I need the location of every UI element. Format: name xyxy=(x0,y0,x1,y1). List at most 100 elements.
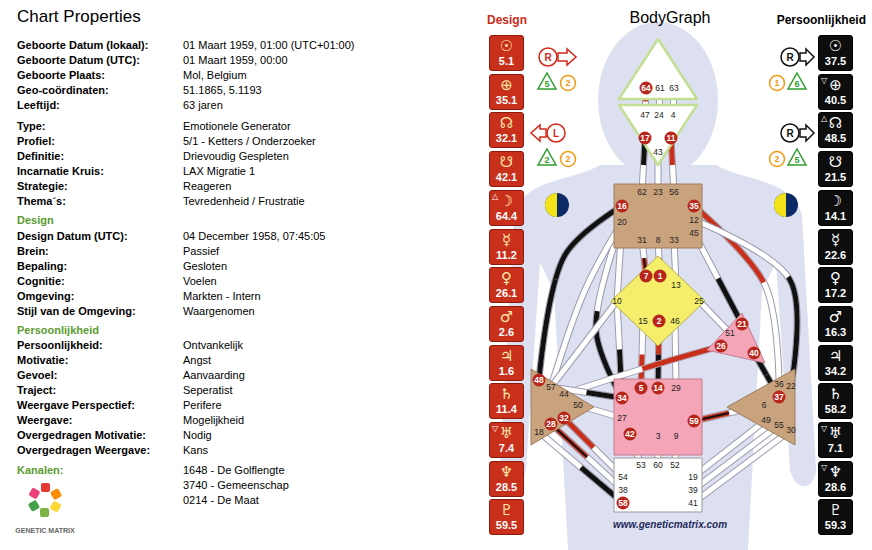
planet-symbol: ♃ xyxy=(500,348,513,365)
channel-name: 1648 - De Golflengte xyxy=(183,464,285,477)
property-key: Weergave Perspectief: xyxy=(17,399,135,412)
personality-planet-box: ▽♅7.1 xyxy=(818,422,853,458)
variable-letter: R xyxy=(544,51,551,64)
property-value: Angst xyxy=(183,354,211,367)
body-silhouette xyxy=(500,165,816,550)
gate-number: 44 xyxy=(559,389,568,400)
property-key: Persoonlijkheid: xyxy=(17,339,103,352)
center-outline xyxy=(619,39,697,99)
planet-symbol: ♆ xyxy=(500,464,513,481)
channel xyxy=(693,430,791,503)
channel xyxy=(551,424,623,490)
channel-outline xyxy=(693,430,791,503)
gate-line: 11.4 xyxy=(496,403,517,416)
property-value: Waargenomen xyxy=(183,305,255,318)
channel-outline xyxy=(693,420,766,477)
planet-symbol: ♃ xyxy=(829,348,842,365)
channel-fill xyxy=(675,321,676,388)
property-key: Motivatie: xyxy=(17,354,68,367)
channel-outline xyxy=(694,206,779,384)
property-value: Reageren xyxy=(183,180,231,193)
channel xyxy=(693,425,779,490)
center-outline xyxy=(531,369,594,445)
gate-number: 22 xyxy=(786,381,795,392)
variable-number: 5 xyxy=(544,78,549,91)
channel-fill xyxy=(539,432,623,503)
variable-arrow xyxy=(531,125,546,141)
planet-symbol: ☿ xyxy=(502,232,511,249)
energy-center: 7113102515246 xyxy=(610,255,706,347)
channel-fill xyxy=(551,424,623,490)
gate-number: 16 xyxy=(616,200,629,213)
personality-planet-box: ♇59.3 xyxy=(818,499,853,535)
property-value: 51.1865, 5.1193 xyxy=(183,84,262,97)
energy-center: 3622376495530 xyxy=(726,368,796,446)
design-planet-box: ☊32.1 xyxy=(489,112,524,148)
gate-line: 17.2 xyxy=(825,287,846,300)
gate-number: 50 xyxy=(573,400,582,411)
gate-line: 59.5 xyxy=(496,519,517,532)
planet-symbol: ☋ xyxy=(500,154,513,171)
property-key: Stijl van de Omgeving: xyxy=(17,305,136,318)
energy-center: 622356163520124531833 xyxy=(613,183,703,249)
channel xyxy=(694,220,797,386)
moon-icon xyxy=(545,193,557,217)
gate-number: 33 xyxy=(669,235,678,246)
gate-line: 59.3 xyxy=(825,519,846,532)
gate-number: 5 xyxy=(635,382,648,395)
property-key: Overgedragen Motivatie: xyxy=(17,429,146,442)
design-planet-box: ☉5.1 xyxy=(489,35,524,71)
energy-center: 514293427594239 xyxy=(613,378,703,456)
property-value: Mol, Belgium xyxy=(183,69,247,82)
channel-activation xyxy=(694,220,797,386)
gate-number: 21 xyxy=(736,318,749,331)
property-value: 04 December 1958, 07:45:05 xyxy=(183,230,326,243)
variable-number: 6 xyxy=(794,78,799,91)
channel-fill xyxy=(693,430,791,503)
design-planet-box: ♆28.5 xyxy=(489,461,524,497)
channel xyxy=(694,206,779,384)
planet-symbol: ⊕ xyxy=(829,77,842,94)
center-outline xyxy=(614,379,702,455)
personality-planet-box: ♃34.2 xyxy=(818,345,853,381)
gate-number: 57 xyxy=(546,382,555,393)
center-outline xyxy=(614,458,702,512)
gate-number: 34 xyxy=(616,392,629,405)
gate-number: 14 xyxy=(652,382,665,395)
gate-line: 11.2 xyxy=(496,249,517,262)
planet-symbol: ♅ xyxy=(500,425,513,442)
personality-planet-box: ♂16.3 xyxy=(818,306,853,342)
planet-symbol: ☋ xyxy=(829,154,842,171)
property-value: Mogelijkheid xyxy=(183,414,244,427)
planet-symbol: ☉ xyxy=(829,38,842,55)
gate-line: 58.2 xyxy=(825,403,846,416)
property-value: 63 jaren xyxy=(183,99,223,112)
design-planet-box: ♂2.6 xyxy=(489,306,524,342)
channel xyxy=(539,432,623,503)
gate-line: 64.4 xyxy=(496,210,517,223)
gate-line: 48.5 xyxy=(825,132,846,145)
design-planet-box: ▽♅7.4 xyxy=(489,422,524,458)
property-value: 01 Maart 1959, 00:00 xyxy=(183,54,288,67)
property-key: Geboorte Datum (lokaal): xyxy=(17,39,148,52)
gate-line: 7.1 xyxy=(828,442,843,455)
gate-number: 29 xyxy=(671,383,680,394)
personality-planet-box: ♄58.2 xyxy=(818,383,853,419)
gate-number: 12 xyxy=(689,215,698,226)
gate-number: 7 xyxy=(640,270,653,283)
moon-icon xyxy=(774,193,798,217)
property-key: Geboorte Datum (UTC): xyxy=(17,54,140,67)
energy-center: 47244174311 xyxy=(618,104,698,166)
gate-number: 3 xyxy=(656,431,661,442)
gate-number: 63 xyxy=(669,83,678,94)
planet-symbol: ☊ xyxy=(829,115,842,132)
logo xyxy=(28,483,62,517)
energy-center: 646163 xyxy=(618,38,698,100)
logo-text: GENETIC MATRIX xyxy=(15,527,74,535)
property-key: Thema´s: xyxy=(17,195,66,208)
gate-line: 28.5 xyxy=(496,481,517,494)
property-key: Leeftijd: xyxy=(17,99,60,112)
property-value: Markten - Intern xyxy=(183,290,261,303)
property-key: Design Datum (UTC): xyxy=(17,230,128,243)
